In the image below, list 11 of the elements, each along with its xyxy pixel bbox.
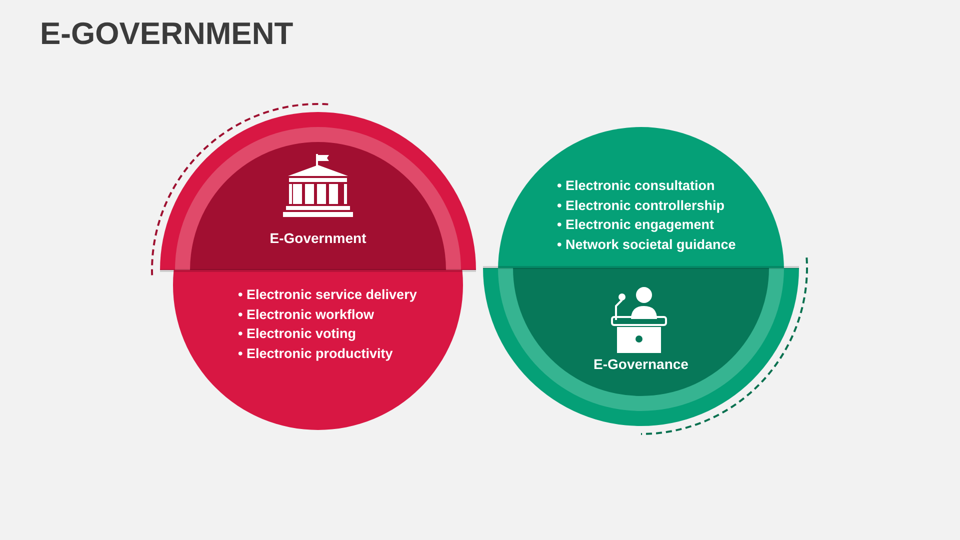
- title: E-GOVERNMENT: [40, 16, 294, 52]
- bullet-item: • Electronic consultation: [557, 177, 716, 195]
- section-heading: E-Governance: [592, 356, 690, 372]
- bullet-item: • Electronic productivity: [238, 344, 394, 363]
- bullet-item: • Electronic controllership: [557, 196, 726, 215]
- section-heading: E-Government: [268, 230, 368, 246]
- bullet-item: • Electronic service delivery: [238, 286, 417, 304]
- bullet-item: • Electronic voting: [238, 325, 357, 343]
- bullet-item: • Electronic workflow: [238, 306, 376, 324]
- bullet-item: • Network societal guidance: [557, 236, 736, 254]
- bullet-item: • Electronic engagement: [557, 216, 716, 234]
